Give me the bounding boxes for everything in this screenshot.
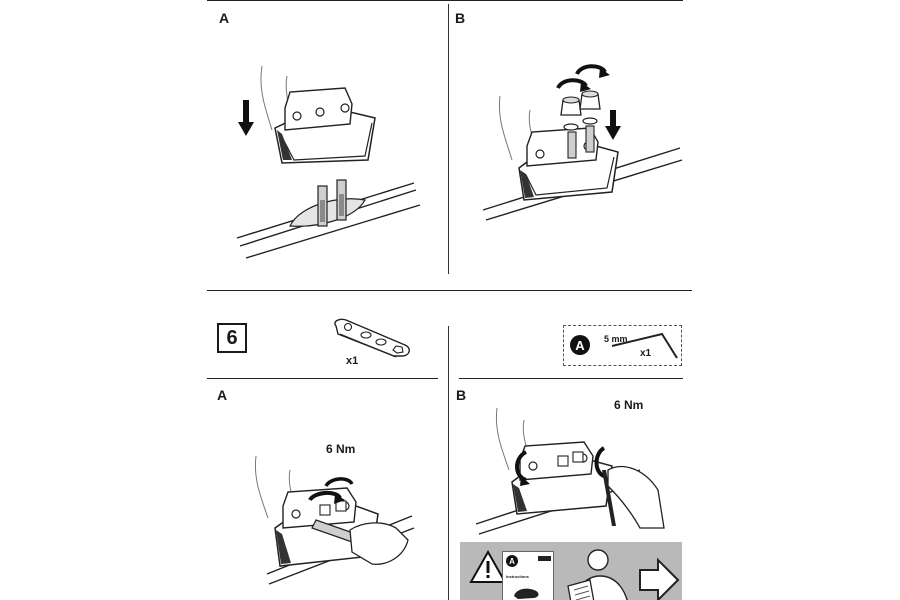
instruction-card-tag: [538, 556, 551, 561]
step-left-rule: [207, 378, 438, 379]
hex-key-icon: [611, 332, 678, 359]
tool-size: 5 mm: [604, 334, 628, 344]
tool-box: A 5 mm x1: [563, 325, 682, 366]
rotate-arrow-icon: [308, 477, 354, 504]
top-center-divider: [448, 4, 449, 274]
tool-badge: A: [570, 335, 590, 355]
top-panel-a-label: A: [219, 10, 230, 26]
step-panel-a-label: A: [217, 387, 228, 403]
next-arrow-icon: [639, 557, 680, 600]
step-panel-b-label: B: [456, 387, 467, 403]
top-rule: [207, 0, 683, 1]
torque-b-label: 6 Nm: [614, 398, 644, 412]
step-number: 6: [217, 323, 247, 353]
warning-triangle-icon: [469, 549, 507, 583]
top-panel-b-label: B: [455, 10, 466, 26]
torque-a-label: 6 Nm: [326, 442, 356, 456]
down-arrow-icon: [238, 100, 254, 136]
person-reading-icon: [567, 549, 628, 600]
instruction-card: A Instructions: [502, 551, 554, 600]
plate-quantity: x1: [346, 355, 359, 367]
rotate-arrow-icon: [556, 64, 610, 92]
rotate-arrow-icon: [515, 446, 606, 486]
roof-rack-foot-icon: [514, 588, 539, 599]
section-divider: [207, 290, 692, 291]
instruction-card-text: Instructions: [506, 574, 529, 579]
notice-panel: A Instructions: [460, 542, 682, 600]
down-arrow-icon: [605, 110, 621, 140]
step-center-divider: [448, 326, 449, 600]
instruction-card-badge: A: [506, 555, 518, 567]
tool-quantity: x1: [640, 348, 652, 359]
step-right-rule: [459, 378, 683, 379]
